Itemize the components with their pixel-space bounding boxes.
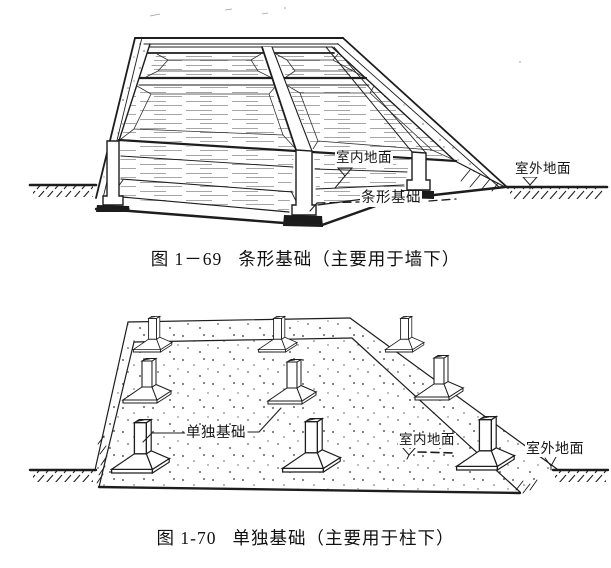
exterior-ground <box>28 468 610 482</box>
cell-soil-texture <box>120 54 452 211</box>
footing-back-right <box>384 315 425 353</box>
label-indoor-ground-fig2: 室内地面 <box>398 432 456 448</box>
figure-2-title: 单独基础（主要用于柱下） <box>232 528 455 548</box>
exterior-ground <box>28 183 609 199</box>
figure-1-title: 条形基础（主要用于墙下） <box>238 249 461 269</box>
individual-foundation-drawing <box>28 315 610 495</box>
label-outdoor-ground-fig1: 室外地面 <box>514 161 572 177</box>
label-indoor-ground-fig1: 室内地面 <box>335 150 393 166</box>
label-outdoor-ground-fig2: 室外地面 <box>525 442 585 458</box>
figure-1-strip-foundation: 室内地面 室外地面 条形基础 <box>0 0 611 244</box>
figure-2-caption: 图 1-70 单独基础（主要用于柱下） <box>0 525 611 550</box>
strip-foundation-drawing <box>28 7 609 227</box>
pit-speckle <box>96 320 556 491</box>
scan-specks <box>149 7 521 63</box>
wall-grid <box>117 46 458 163</box>
figure-2-individual-foundation: 单独基础 室内地面 室外地面 <box>0 284 611 520</box>
leaders <box>309 167 539 212</box>
trench-outlines <box>120 53 453 160</box>
label-strip-foundation: 条形基础 <box>360 190 422 207</box>
figure-1-caption: 图 1－69 条形基础（主要用于墙下） <box>0 246 611 271</box>
figure-1-number: 图 1－69 <box>150 249 223 269</box>
label-individual-foundation: 单独基础 <box>185 425 247 442</box>
figure-2-number: 图 1-70 <box>156 528 217 548</box>
